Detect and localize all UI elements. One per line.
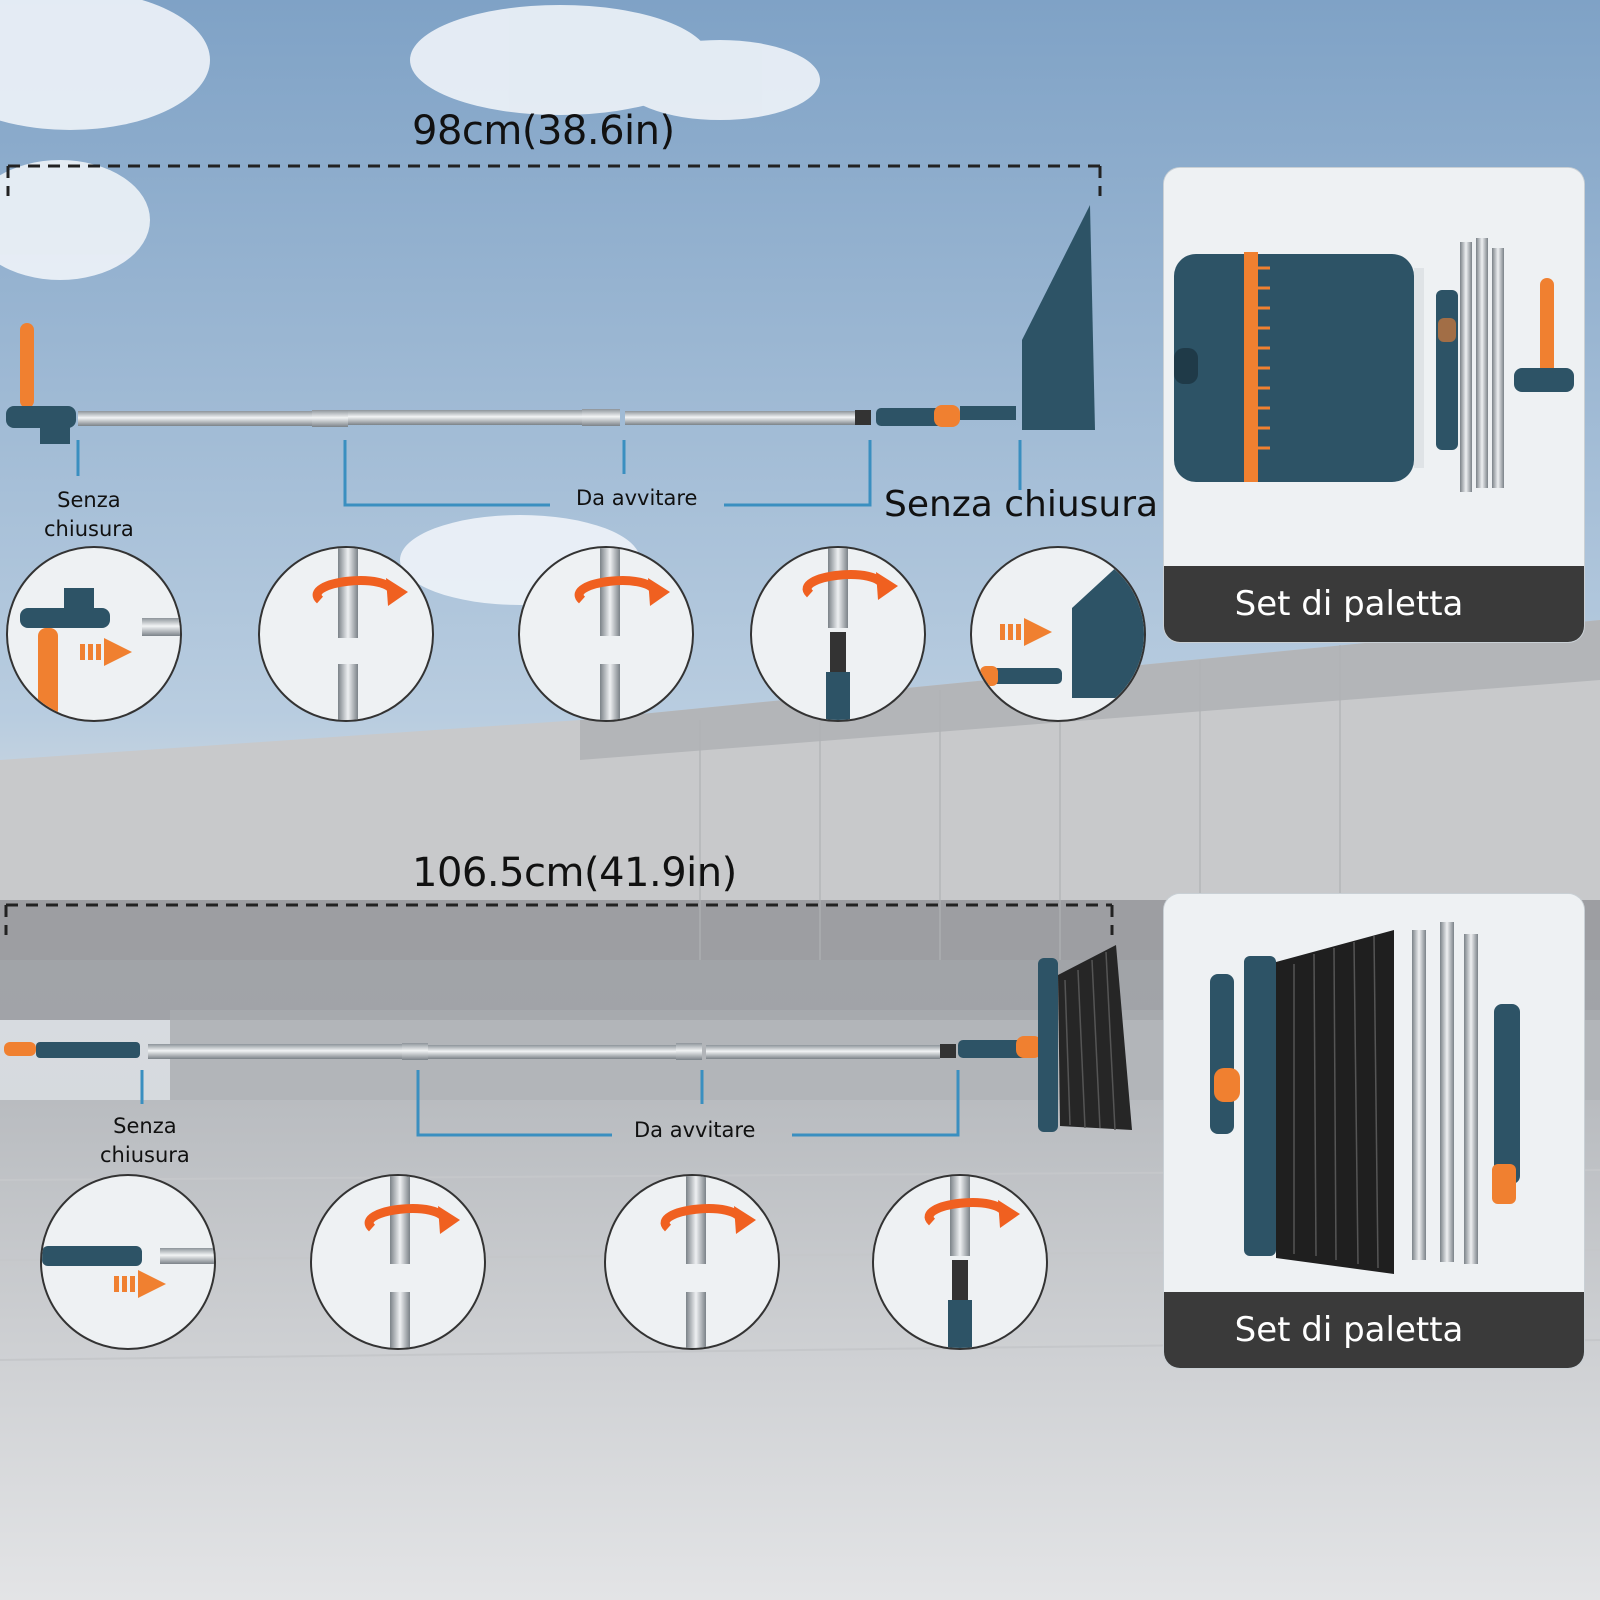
broom-set-caption: Set di paletta [1164,1292,1584,1368]
bottom-label-no-lock-left: Senza chiusura [100,1114,190,1167]
broom-assembly [4,945,1132,1132]
top-label-no-lock-right: Senza chiusura [884,484,1159,525]
broom-parts-photo [1164,894,1584,1294]
detail-circle-pan-push [970,546,1146,722]
detail-circle-handle-push [6,546,182,722]
bottom-label-screw: Da avvitare [634,1118,756,1142]
dustpan-set-panel: Set di paletta [1164,168,1584,642]
detail-circle-screw-1 [258,546,434,722]
top-dimension-label: 98cm(38.6in) [412,108,675,154]
detail-circle-broom-screw-2 [604,1174,780,1350]
detail-circle-broom-screw-3 [872,1174,1048,1350]
detail-circle-broom-screw-1 [310,1174,486,1350]
bottom-dimension-label: 106.5cm(41.9in) [412,850,737,896]
dustpan-set-caption: Set di paletta [1164,566,1584,642]
dustpan-assembly [6,205,1095,444]
top-label-no-lock-left: Senza chiusura [44,488,134,541]
push-arrow-icon [114,1270,166,1298]
broom-set-panel: Set di paletta [1164,894,1584,1368]
detail-circle-broom-handle-push [40,1174,216,1350]
push-arrow-icon [1000,618,1052,646]
detail-circle-screw-2 [518,546,694,722]
detail-circle-screw-3 [750,546,926,722]
dustpan-parts-photo [1164,168,1584,568]
push-arrow-icon [80,638,132,666]
top-label-screw: Da avvitare [576,486,698,510]
